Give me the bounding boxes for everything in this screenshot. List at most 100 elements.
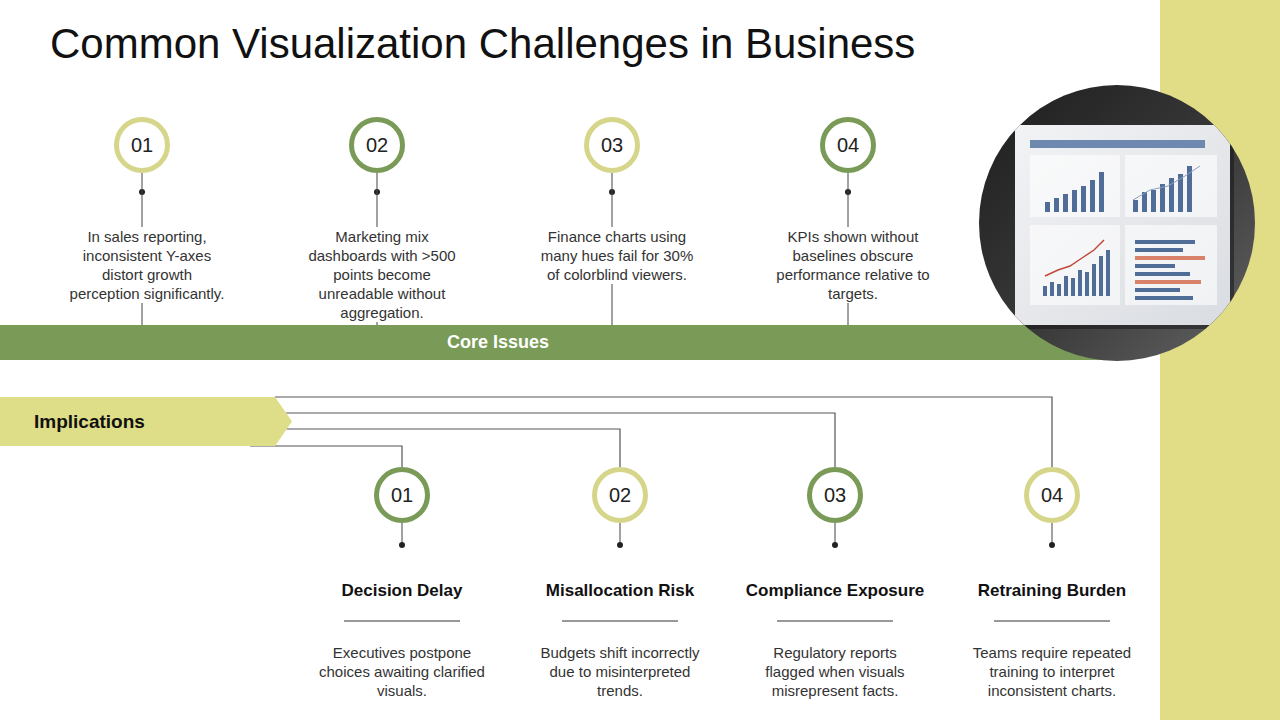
heading-underline bbox=[344, 621, 460, 622]
callout-number: 04 bbox=[1029, 472, 1075, 518]
trend-line bbox=[1045, 240, 1104, 276]
chart-bar bbox=[1085, 272, 1089, 296]
trend-line bbox=[1133, 166, 1200, 200]
leader-line bbox=[835, 523, 836, 545]
leader-line bbox=[620, 523, 621, 545]
numbered-circle: 02Marketing mix dashboards with >500 poi… bbox=[349, 117, 405, 173]
board-header bbox=[1030, 140, 1205, 148]
side-strip bbox=[1160, 0, 1280, 720]
chart-bar bbox=[1135, 256, 1205, 260]
numbered-circle: 03Finance charts using many hues fail fo… bbox=[584, 117, 640, 173]
issue-description: In sales reporting, inconsistent Y-axes … bbox=[70, 227, 225, 303]
chart-bar bbox=[1135, 240, 1195, 244]
chart-panel bbox=[1125, 225, 1217, 305]
bar-chart bbox=[1043, 250, 1110, 296]
numbered-circle: 01Decision DelayExecutives postpone choi… bbox=[374, 467, 430, 523]
numbered-circle: 02Misallocation RiskBudgets shift incorr… bbox=[592, 467, 648, 523]
board-shadow bbox=[1019, 129, 1234, 329]
chart-bar bbox=[1064, 276, 1068, 296]
chart-bar bbox=[1090, 180, 1095, 212]
arrow-fill bbox=[0, 397, 292, 446]
chart-bar bbox=[1135, 264, 1175, 268]
connector-line bbox=[250, 446, 402, 467]
implication-body: Regulatory reports flagged when visuals … bbox=[748, 643, 923, 700]
chart-bar bbox=[1135, 288, 1180, 292]
callout-number: 02 bbox=[354, 122, 400, 168]
callout-number: 01 bbox=[379, 472, 425, 518]
band-label: Core Issues bbox=[447, 325, 549, 360]
chart-bar bbox=[1151, 190, 1156, 212]
numbered-circle: 03Compliance ExposureRegulatory reports … bbox=[807, 467, 863, 523]
chart-bar bbox=[1135, 296, 1193, 300]
chart-bar bbox=[1135, 272, 1190, 276]
implications-arrow: Implications bbox=[0, 397, 292, 446]
arrow-label: Implications bbox=[34, 397, 145, 446]
chart-bar bbox=[1054, 198, 1059, 212]
numbered-circle: 04KPIs shown without baselines obscure p… bbox=[820, 117, 876, 173]
callout-number: 03 bbox=[589, 122, 635, 168]
chart-bar bbox=[1160, 184, 1165, 212]
slide-title: Common Visualization Challenges in Busin… bbox=[50, 20, 915, 68]
issue-description: KPIs shown without baselines obscure per… bbox=[776, 227, 931, 303]
connector-line bbox=[275, 397, 1052, 467]
implication-body: Budgets shift incorrectly due to misinte… bbox=[533, 643, 708, 700]
horizontal-bar-chart bbox=[1135, 240, 1205, 300]
core-issues-band: Core Issues bbox=[0, 325, 1110, 360]
implication-heading: Misallocation Risk bbox=[520, 579, 720, 602]
implication-heading: Retraining Burden bbox=[952, 579, 1152, 602]
chart-bar bbox=[1078, 270, 1082, 296]
chart-bar bbox=[1142, 192, 1147, 212]
heading-underline bbox=[562, 621, 678, 622]
implication-body: Executives postpone choices awaiting cla… bbox=[315, 643, 490, 700]
leader-line bbox=[402, 523, 403, 545]
implication-body: Teams require repeated training to inter… bbox=[965, 643, 1140, 700]
callout-number: 01 bbox=[119, 122, 165, 168]
chart-panel bbox=[1125, 155, 1217, 217]
callout-number: 04 bbox=[825, 122, 871, 168]
implication-heading: Compliance Exposure bbox=[735, 579, 935, 602]
connector-line bbox=[286, 413, 835, 467]
chart-bar bbox=[1092, 264, 1096, 296]
leader-line bbox=[1052, 523, 1053, 545]
connector-dot bbox=[1049, 542, 1055, 548]
connector-line bbox=[287, 429, 620, 467]
chart-bar bbox=[1135, 280, 1201, 284]
chart-panel bbox=[1030, 225, 1120, 305]
numbered-circle: 04Retraining BurdenTeams require repeate… bbox=[1024, 467, 1080, 523]
chart-bar bbox=[1169, 178, 1174, 212]
connector-dot bbox=[399, 542, 405, 548]
chart-bar bbox=[1187, 166, 1192, 212]
numbered-circle: 01In sales reporting, inconsistent Y-axe… bbox=[114, 117, 170, 173]
issue-description: Marketing mix dashboards with >500 point… bbox=[305, 227, 460, 322]
heading-underline bbox=[777, 621, 893, 622]
chart-bar bbox=[1106, 250, 1110, 296]
chart-bar bbox=[1043, 286, 1047, 296]
chart-bar bbox=[1099, 256, 1103, 296]
heading-underline bbox=[994, 621, 1110, 622]
chart-bar bbox=[1063, 194, 1068, 212]
chart-bar bbox=[1178, 174, 1183, 212]
bar-chart bbox=[1133, 166, 1192, 212]
board bbox=[1015, 125, 1230, 325]
issue-description: Finance charts using many hues fail for … bbox=[540, 227, 695, 284]
chart-bar bbox=[1072, 190, 1077, 212]
chart-bar bbox=[1071, 278, 1075, 296]
chart-bar bbox=[1099, 172, 1104, 212]
callout-number: 03 bbox=[812, 472, 858, 518]
chart-bar bbox=[1133, 200, 1138, 212]
implication-heading: Decision Delay bbox=[302, 579, 502, 602]
chart-bar bbox=[1081, 186, 1086, 212]
callout-number: 02 bbox=[597, 472, 643, 518]
chart-panel bbox=[1030, 155, 1120, 217]
bar-chart bbox=[1045, 172, 1104, 212]
chart-bar bbox=[1057, 284, 1061, 296]
chart-bar bbox=[1050, 282, 1054, 296]
connector-dot bbox=[832, 542, 838, 548]
connector-dot bbox=[617, 542, 623, 548]
chart-bar bbox=[1135, 248, 1183, 252]
chart-bar bbox=[1045, 202, 1050, 212]
